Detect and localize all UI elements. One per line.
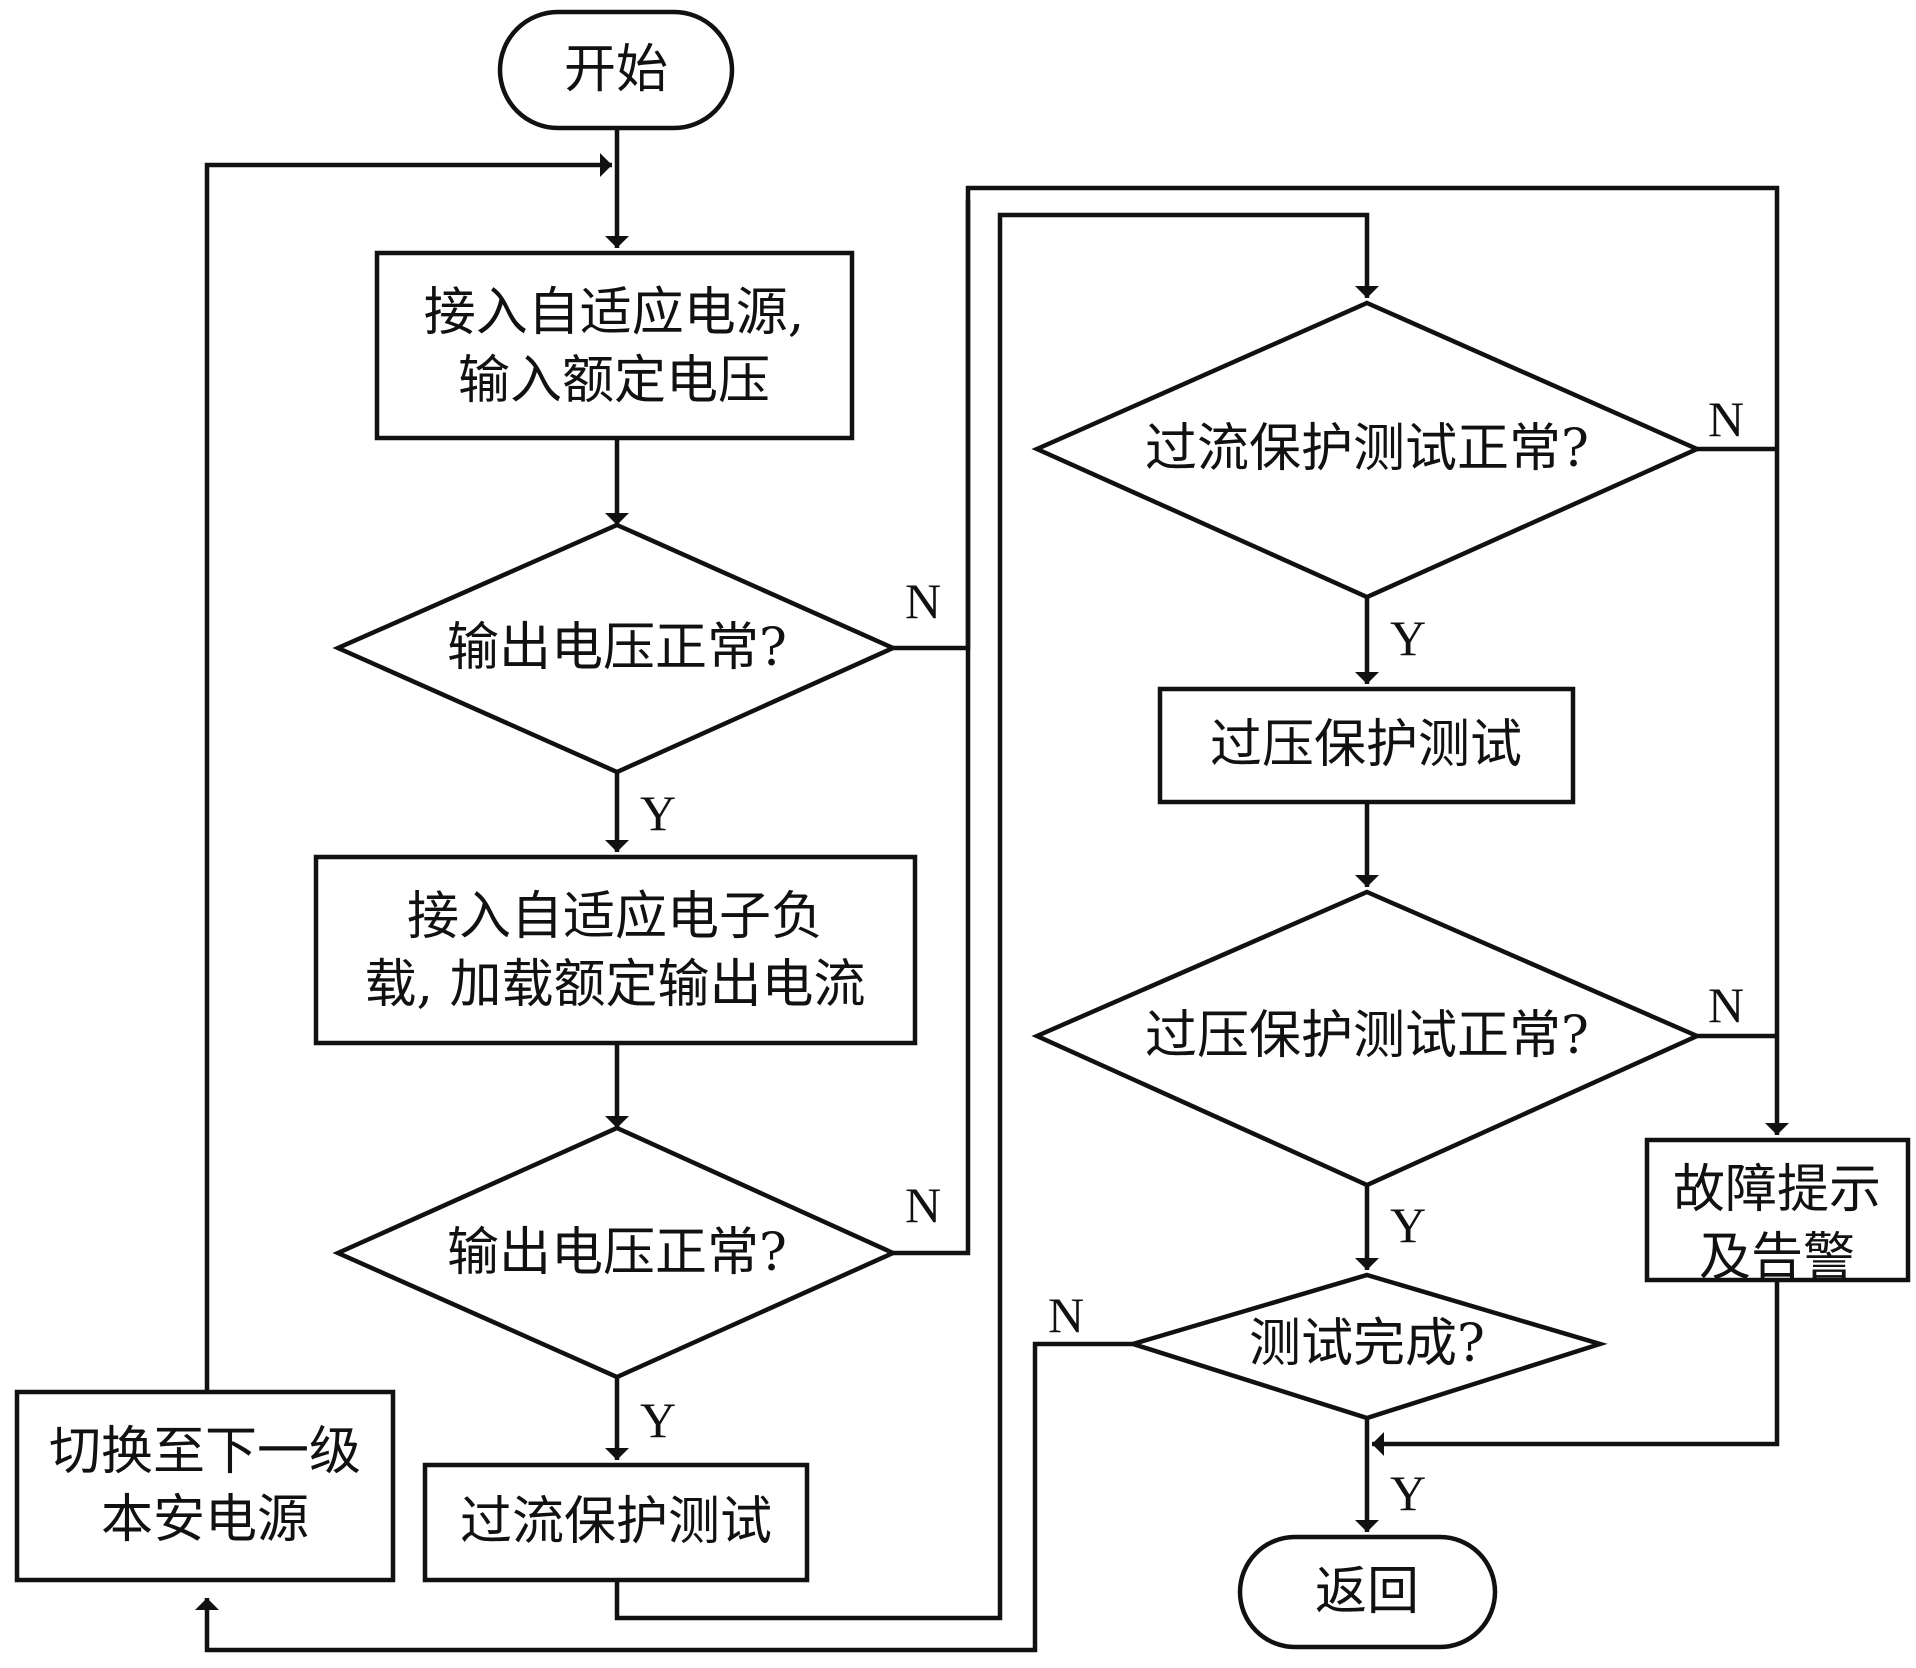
overcurrent-test-box <box>422 1462 810 1583</box>
return-label: 返回 <box>1315 1562 1419 1622</box>
check-overcurrent-no-label: N <box>1708 391 1744 447</box>
check2-no-label: N <box>905 1177 941 1233</box>
overvoltage-test-box <box>1157 686 1576 805</box>
check-voltage-1-label: 输出电压正常? <box>447 618 787 678</box>
check-voltage-1-diamond <box>332 522 899 775</box>
check-voltage-2-label: 输出电压正常? <box>447 1223 787 1283</box>
check1-yes-label: Y <box>640 785 676 841</box>
fault-alarm-box <box>1644 1137 1911 1283</box>
start-terminator <box>497 9 735 131</box>
check-overvoltage-no-label: N <box>1708 977 1744 1033</box>
check-overvoltage-diamond <box>1031 889 1703 1188</box>
fault-alarm-line1: 故障提示 <box>1673 1160 1881 1220</box>
edge-overcurrent-to-check <box>614 212 1379 1621</box>
check-overcurrent-label: 过流保护测试正常? <box>1145 419 1589 479</box>
return-terminator <box>1237 1534 1498 1650</box>
test-complete-label: 测试完成? <box>1249 1314 1485 1374</box>
edge-check2-no <box>893 200 971 1256</box>
connect-load-box <box>313 854 918 1046</box>
check1-no-label: N <box>905 573 941 629</box>
connect-power-line2: 输入额定电压 <box>458 351 770 411</box>
start-label: 开始 <box>564 40 668 100</box>
check-voltage-2-diamond <box>332 1125 899 1380</box>
connect-power-box <box>374 250 855 441</box>
overcurrent-test-label: 过流保护测试 <box>460 1492 772 1552</box>
connect-load-line1: 接入自适应电子负 <box>407 887 823 947</box>
fault-alarm-line2: 及告警 <box>1699 1228 1855 1288</box>
edge-check1-no <box>893 185 1789 1135</box>
switch-next-line1: 切换至下一级 <box>49 1422 361 1482</box>
check-overvoltage-label: 过压保护测试正常? <box>1145 1006 1589 1066</box>
switch-next-line2: 本安电源 <box>101 1490 309 1550</box>
test-complete-diamond <box>1125 1272 1608 1421</box>
check-overvoltage-yes-label: Y <box>1390 1197 1426 1253</box>
complete-yes-label: Y <box>1390 1465 1426 1521</box>
check-overcurrent-diamond <box>1031 300 1703 600</box>
switch-next-power-box <box>14 1389 396 1583</box>
edge-switch-loop-back <box>204 153 612 1392</box>
edge-complete-no <box>195 1341 1133 1653</box>
connect-power-line1: 接入自适应电源, <box>424 283 805 343</box>
overvoltage-test-label: 过压保护测试 <box>1210 715 1522 775</box>
complete-no-label: N <box>1048 1287 1084 1343</box>
edge-fault-to-return <box>1372 1280 1780 1456</box>
connect-load-line2: 载, 加载额定输出电流 <box>364 955 865 1015</box>
check-overcurrent-yes-label: Y <box>1390 610 1426 666</box>
check2-yes-label: Y <box>640 1392 676 1448</box>
